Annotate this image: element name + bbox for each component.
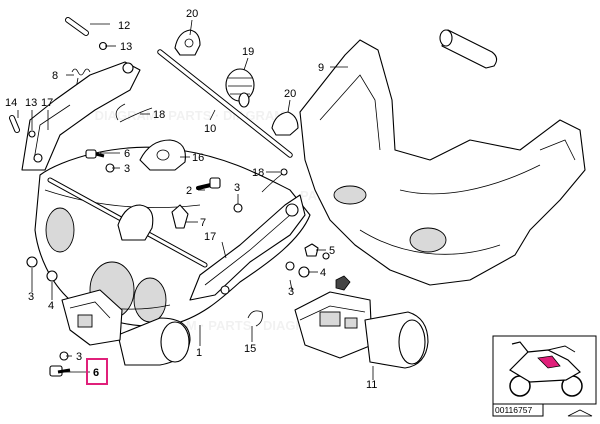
callout-14: 14 [5, 97, 17, 109]
washer-part-3c [322, 252, 330, 260]
washer-part-13b [28, 130, 36, 138]
highlighted-callout-6[interactable]: 6 [86, 358, 108, 385]
callout-15: 15 [244, 343, 256, 355]
clip-part-7 [171, 204, 189, 229]
left-actuator-motor [61, 289, 191, 366]
washer-part-3e [26, 256, 38, 268]
callout-5: 5 [329, 245, 335, 257]
callout-16: 16 [192, 152, 204, 164]
thumbnail-inset: 00116757 [492, 335, 597, 417]
right-support-frame [299, 39, 586, 286]
screw-part-6-bottom [49, 365, 71, 377]
main-frame-part [34, 146, 311, 327]
nut-part-4 [46, 270, 58, 282]
callout-4b: 4 [320, 267, 326, 279]
callout-1: 1 [196, 347, 202, 359]
link-part-18-lower [261, 168, 288, 193]
callout-20b: 20 [284, 88, 296, 100]
pin-part-14 [9, 115, 20, 133]
callout-6a: 6 [124, 148, 130, 160]
leader-lines [17, 19, 374, 380]
callout-12: 12 [118, 20, 130, 32]
callout-11: 11 [366, 379, 377, 391]
bracket-part-16 [139, 139, 186, 171]
callout-17b: 17 [204, 231, 216, 243]
callout-18a: 18 [153, 109, 165, 121]
highlight-box [86, 358, 108, 385]
callout-3c: 3 [288, 286, 294, 298]
screw-part-6-mid [85, 149, 105, 159]
left-lever-arm [21, 61, 141, 171]
motorcycle-icon [509, 341, 583, 397]
clamp-part-20-top [174, 29, 201, 56]
callout-8: 8 [52, 70, 58, 82]
callout-6b: 6 [93, 367, 99, 379]
washer-part-3d [285, 261, 295, 271]
screw-part-2 [196, 177, 221, 190]
shaft-saddle [117, 204, 154, 241]
screw-part-5 [304, 243, 319, 257]
callout-18b: 18 [252, 167, 264, 179]
washer-part-4b [298, 266, 310, 278]
callout-labels: 12 13 8 14 13 17 20 19 9 18 20 10 6 3 16… [5, 8, 377, 391]
pin-part-12 [65, 17, 89, 36]
callout-7: 7 [200, 217, 206, 229]
callout-10: 10 [204, 123, 216, 135]
washer-part-3b [233, 203, 243, 213]
roller-part [439, 29, 498, 69]
callout-9: 9 [318, 62, 324, 74]
clamp-part-20-mid [271, 111, 299, 136]
callout-20a: 20 [186, 8, 198, 20]
callout-17a: 17 [41, 97, 53, 109]
callout-13b: 13 [25, 97, 37, 109]
gear-part-19 [225, 68, 255, 108]
callout-2: 2 [186, 185, 192, 197]
callout-3b: 3 [234, 182, 240, 194]
callout-3d: 3 [28, 291, 34, 303]
svg-text:PARTS · DIAGRAM · PARTS · DIAG: PARTS · DIAGRAM · PARTS · DIAGRAM [40, 108, 285, 123]
callout-3e: 3 [76, 351, 82, 363]
right-lever-arm [189, 194, 306, 301]
callout-3a: 3 [124, 163, 130, 175]
right-actuator-motor [294, 275, 429, 369]
shaft-part [157, 49, 293, 158]
callout-4a: 4 [48, 300, 54, 312]
clip-part-15 [247, 310, 263, 327]
link-part-18 [115, 103, 153, 123]
callout-13: 13 [120, 41, 132, 53]
image-code: 00116757 [495, 405, 532, 415]
callout-19: 19 [242, 46, 254, 58]
